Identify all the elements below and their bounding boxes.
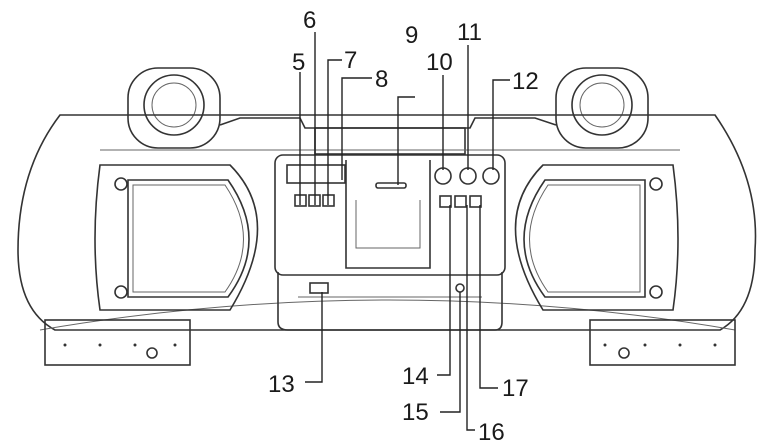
- left-speaker: [94, 164, 259, 311]
- lower-compartment: [277, 272, 503, 331]
- callout-16: 16: [478, 419, 505, 442]
- callout-7: 7: [344, 47, 357, 74]
- leader-14: [437, 205, 451, 376]
- callout-15: 15: [402, 399, 429, 426]
- callout-10: 10: [426, 49, 453, 76]
- leader-8: [341, 77, 372, 180]
- dock-slot: [375, 182, 407, 189]
- leader-9: [397, 96, 415, 185]
- display-window: [286, 164, 346, 184]
- left-handle: [127, 67, 221, 149]
- callout-14: 14: [402, 363, 429, 390]
- jack-15: [455, 283, 465, 293]
- leader-15: [440, 292, 461, 413]
- right-speaker: [514, 164, 679, 311]
- callout-12: 12: [512, 68, 539, 95]
- knob-10: [434, 167, 452, 185]
- callout-5: 5: [292, 49, 305, 76]
- callout-11: 11: [457, 19, 482, 46]
- knob-11: [459, 167, 477, 185]
- leader-lines: [299, 32, 510, 431]
- leader-12: [492, 79, 510, 170]
- right-foot: [589, 319, 736, 366]
- knob-12: [482, 167, 500, 185]
- leader-13: [305, 292, 323, 383]
- leader-17: [479, 205, 498, 389]
- control-panel: [274, 154, 506, 276]
- callout-6: 6: [303, 7, 316, 34]
- left-foot: [44, 319, 191, 366]
- port-13: [309, 282, 329, 294]
- callout-17: 17: [502, 375, 529, 402]
- leader-7: [327, 59, 342, 205]
- callout-8: 8: [375, 66, 388, 93]
- right-handle: [555, 67, 649, 149]
- leader-16: [466, 205, 475, 431]
- callout-9: 9: [405, 22, 418, 49]
- callout-13: 13: [268, 371, 295, 398]
- boombox-body: [17, 67, 757, 366]
- callout-labels: 6 5 7 8 9 10 11 12 13 14 15 16 17: [268, 7, 539, 442]
